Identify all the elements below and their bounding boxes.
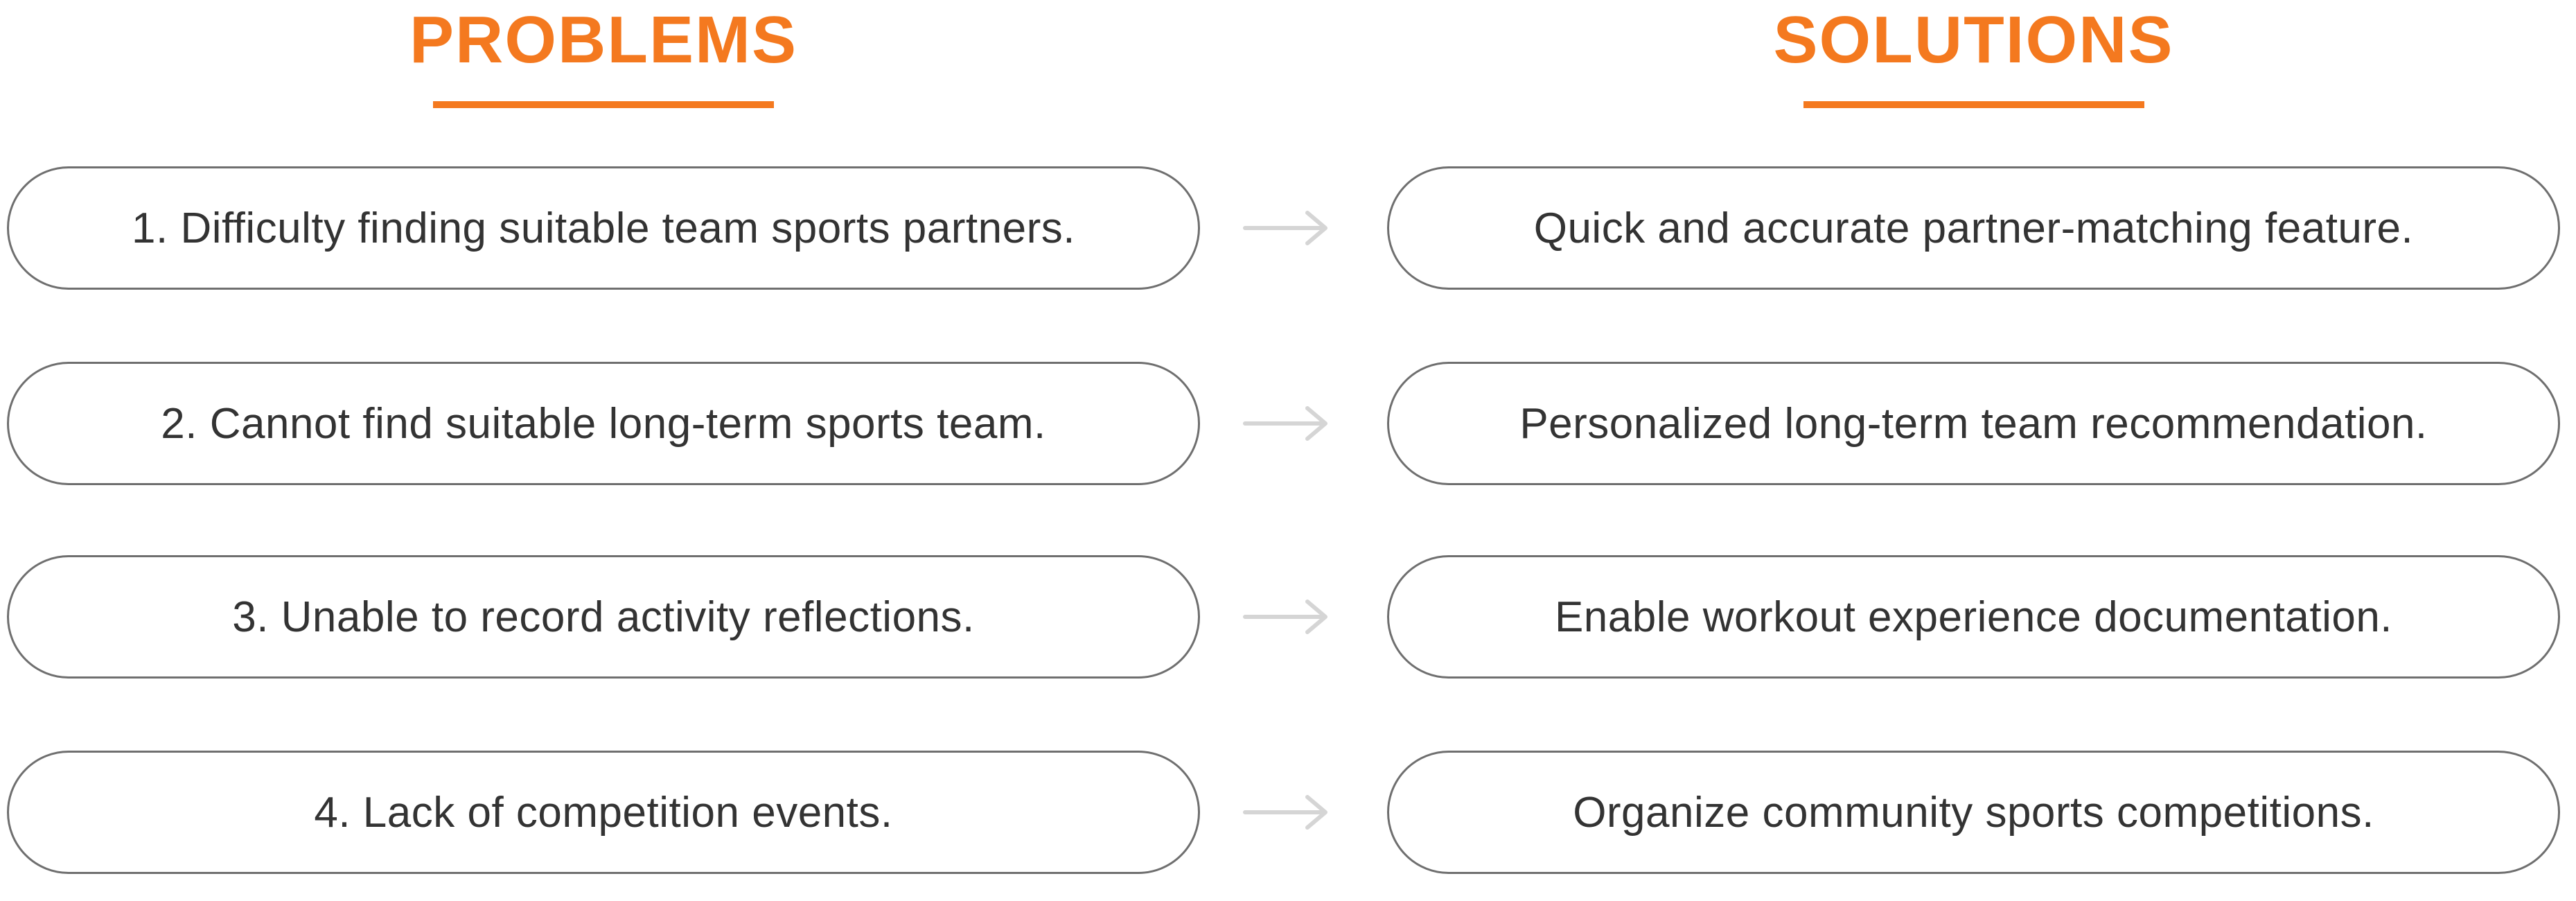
problem-pill: 1. Difficulty finding suitable team spor… bbox=[7, 166, 1200, 290]
mapping-row: 1. Difficulty finding suitable team spor… bbox=[0, 166, 2576, 290]
problem-pill: 3. Unable to record activity reflections… bbox=[7, 555, 1200, 679]
problem-text: 4. Lack of competition events. bbox=[314, 788, 893, 837]
problem-text: 2. Cannot find suitable long-term sports… bbox=[161, 399, 1046, 448]
problem-text: 1. Difficulty finding suitable team spor… bbox=[132, 204, 1075, 252]
problems-heading: PROBLEMS bbox=[409, 3, 798, 77]
solution-text: Enable workout experience documentation. bbox=[1554, 593, 2393, 641]
solution-text: Personalized long-term team recommendati… bbox=[1519, 399, 2428, 448]
problem-pill: 2. Cannot find suitable long-term sports… bbox=[7, 362, 1200, 485]
arrow-right-icon bbox=[1242, 791, 1343, 833]
mapping-row: 3. Unable to record activity reflections… bbox=[0, 555, 2576, 679]
solution-pill: Organize community sports competitions. bbox=[1387, 751, 2560, 874]
solution-pill: Quick and accurate partner-matching feat… bbox=[1387, 166, 2560, 290]
solution-text: Quick and accurate partner-matching feat… bbox=[1533, 204, 2414, 252]
arrow-right-icon bbox=[1242, 403, 1343, 444]
problems-column-header: PROBLEMS bbox=[7, 7, 1200, 108]
solutions-column-header: SOLUTIONS bbox=[1387, 7, 2560, 108]
solutions-heading-underline bbox=[1803, 101, 2144, 108]
arrow-right-icon bbox=[1242, 207, 1343, 249]
solutions-heading: SOLUTIONS bbox=[1773, 3, 2174, 77]
problems-heading-underline bbox=[433, 101, 774, 108]
mapping-row: 4. Lack of competition events. Organize … bbox=[0, 751, 2576, 874]
arrow-right-icon bbox=[1242, 596, 1343, 638]
problem-pill: 4. Lack of competition events. bbox=[7, 751, 1200, 874]
solution-pill: Enable workout experience documentation. bbox=[1387, 555, 2560, 679]
problem-text: 3. Unable to record activity reflections… bbox=[232, 593, 975, 641]
mapping-row: 2. Cannot find suitable long-term sports… bbox=[0, 362, 2576, 485]
solution-text: Organize community sports competitions. bbox=[1573, 788, 2374, 837]
solution-pill: Personalized long-term team recommendati… bbox=[1387, 362, 2560, 485]
